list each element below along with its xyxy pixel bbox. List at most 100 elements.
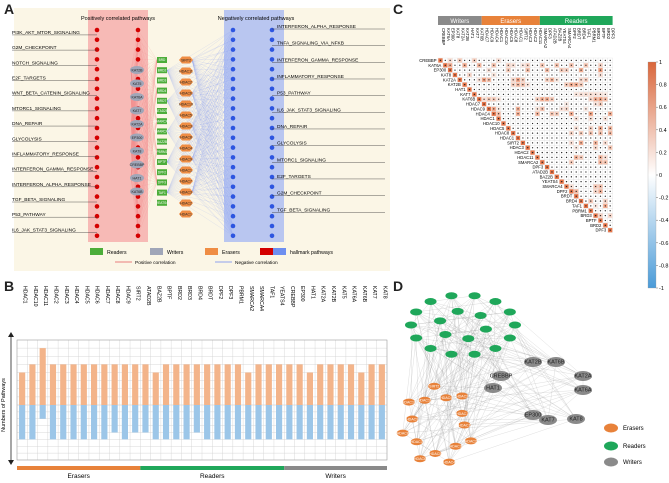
gene-label-KAT2B: KAT2B [330,286,336,303]
positive-edge [137,29,158,61]
group-bar-readers [140,466,285,470]
bar-positive-HDAC2 [49,364,57,405]
cell-dot [488,98,490,100]
bar-positive-HDAC5 [80,364,87,405]
row-label-HDAC5: HDAC5 [490,126,505,131]
cell-dot [551,98,553,100]
col-label-BRD3: BRD3 [596,28,601,40]
reader-node-label: TAF1 [158,191,166,195]
cell-dot [570,103,573,105]
cell-dot [594,113,597,115]
negative-edge [166,70,234,148]
cell-dot [512,127,514,129]
cell-dot [609,214,611,217]
col-label-HDAC1: HDAC1 [519,28,524,43]
cell-dot [536,98,539,100]
cell-dot [541,161,543,163]
negative-edge [191,29,234,61]
col-label-KAT2A: KAT2A [460,28,465,41]
cell-dot [512,98,514,100]
eraser-node-label: HDAC4 [440,396,452,400]
positive-pathway-label: INTERFERON_GAMMA_RESPONSE [12,167,93,173]
bar-positive-SMARCA2 [245,372,252,405]
bar-negative-EP300 [296,405,303,440]
cell-dot [604,93,606,96]
cell-dot [585,195,587,197]
bar-negative-HDAC10 [29,405,36,440]
cell-dot [570,88,573,91]
eraser-node-label: HDAC1 [180,168,192,172]
network-edge [457,311,534,416]
cell-dot [546,117,548,120]
cell-dot [507,79,509,81]
cell-dot [517,113,519,115]
cell-dot [527,84,529,86]
positive-pathway-label: G2M_CHECKPOINT [12,45,57,51]
reader-node [157,128,167,135]
cell-dot [609,74,611,76]
cell-dot [507,127,510,130]
eraser-node-label: SIRT2 [429,385,439,389]
cell-dot [507,88,509,91]
positive-edge [137,167,158,183]
cell-dot [604,132,606,134]
positive-edge [137,59,158,109]
negative-edge [191,88,234,94]
cell-dot [527,142,529,144]
positive-edge [137,151,158,227]
network-edge [424,400,436,454]
gene-label-HDAC10: HDAC10 [32,286,38,307]
reader-node-label: BRD3 [158,79,167,83]
cell-dot [531,108,534,110]
negative-edge [166,70,234,197]
cell-dot [594,185,597,188]
cell-dot [454,74,456,76]
cell-dot [502,64,505,66]
cell-dot [604,161,606,163]
cell-dot [599,176,602,178]
positive-edge [137,90,158,236]
colorbar-tick-label: 0.8 [659,83,667,89]
positive-pathway-label: E2F_TARGETS [12,75,46,81]
y-axis-label: Numbers of Pathways [1,378,7,432]
bar-negative-SMARCA2 [245,405,252,440]
bar-negative-PBRM1 [234,405,242,440]
negative-edge [191,125,234,197]
cell-dot [488,59,490,62]
cell-dot [585,185,587,188]
negative-pathway-node [230,164,236,170]
cell-dot [468,59,471,62]
gene-label-HDAC9: HDAC9 [124,286,130,304]
cell-dot [590,122,592,125]
cell-dot [561,113,563,115]
col-label-HDAC7: HDAC7 [485,28,490,43]
eraser-node [179,155,193,163]
cell-dot [599,200,602,202]
cell-dot [580,132,582,134]
bar-positive-BRD2 [173,364,180,405]
cell-dot [527,69,529,71]
cell-dot [546,161,548,163]
cell-dot [561,98,563,100]
negative-edge [191,88,234,127]
cell-dot [536,113,539,115]
bar-positive-HDAC3 [60,364,67,405]
cell-dot [599,69,602,71]
cell-dot [590,200,592,202]
negative-edge [191,92,234,138]
negative-pathway-node [230,194,236,199]
network-edge [410,324,557,363]
cell-dot [536,59,539,62]
cell-dot [556,59,558,62]
network-edge [449,354,452,463]
cell-dot [522,117,524,120]
cell-dot [493,98,495,100]
eraser-node [179,188,193,196]
row-label-HAT1: HAT1 [455,87,466,92]
cell-dot [517,132,519,134]
negative-edge [166,167,234,193]
positive-edge [137,108,158,183]
bar-negative-CREBBP [286,405,293,440]
cell-dot [493,108,495,110]
network-edge [410,324,465,426]
